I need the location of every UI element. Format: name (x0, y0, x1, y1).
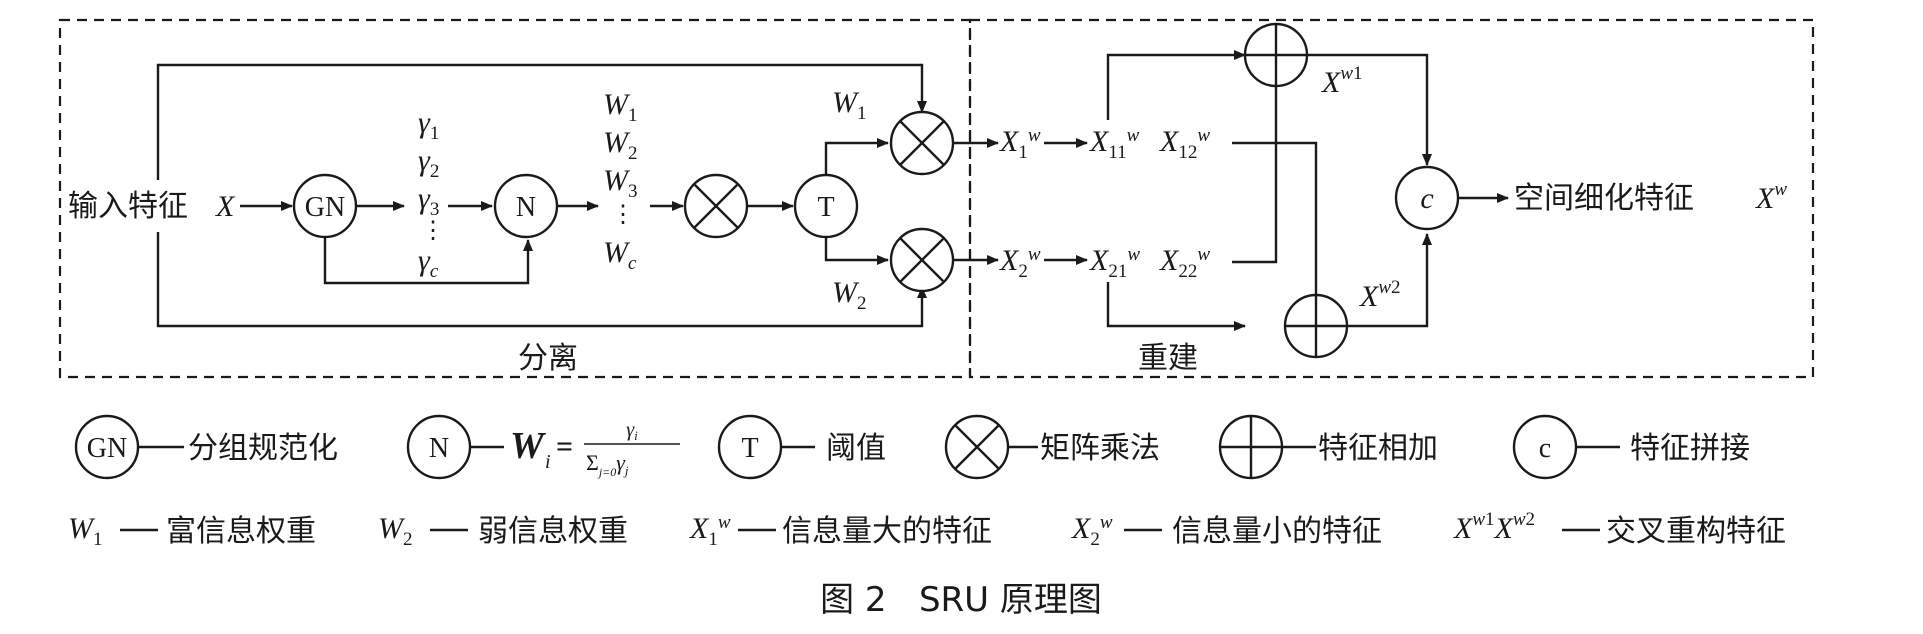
gamma-c: γc (418, 244, 439, 282)
x2w-label: X2w (999, 244, 1041, 282)
multiply-node-bottom (889, 227, 955, 293)
weight-3: W3 (603, 164, 638, 202)
concat-node-label: c (1420, 182, 1433, 215)
svg-text:γi: γi (626, 419, 638, 443)
branch-w1-label: W1 (832, 86, 867, 124)
output-var: Xw (1755, 179, 1787, 215)
arrow-add-top-concat (1307, 53, 1432, 166)
legend-x1w-text: 信息量大的特征 (782, 514, 992, 549)
legend-gn-text: 分组规范化 (188, 431, 338, 466)
gamma-2: γ2 (418, 144, 439, 182)
multiply-node-middle (683, 173, 749, 239)
legend-x2w-text: 信息量小的特征 (1172, 514, 1382, 549)
x1w-label: X1w (999, 125, 1041, 163)
svg-text:W: W (510, 425, 547, 467)
legend-xw1xw2-symbol: Xw1Xw2 (1453, 509, 1535, 545)
xw1-label: Xw1 (1321, 63, 1363, 99)
legend-x2w-symbol: X2w (1071, 512, 1113, 550)
output-label: 空间细化特征 (1514, 181, 1694, 216)
svg-text:=: = (556, 430, 573, 463)
legend-w2-text: 弱信息权重 (478, 514, 628, 549)
svg-text:GN: GN (87, 433, 127, 464)
gamma-1: γ1 (418, 106, 439, 144)
section-separate-label: 分离 (518, 341, 578, 376)
svg-text:i: i (545, 451, 551, 473)
legend-xw1xw2-text: 交叉重构特征 (1606, 514, 1786, 549)
legend-row-2: W1 富信息权重 W2 弱信息权重 X1w 信息量大的特征 X2w 信息量小的特… (68, 509, 1786, 550)
svg-text:Σj=0γj: Σj=0γj (586, 450, 629, 479)
legend-n-formula: W i = γi Σj=0γj (510, 419, 680, 479)
x22w-label: X22w (1159, 244, 1210, 282)
input-label: 输入特征 (68, 189, 188, 224)
arrow-x12-add-bottom (1232, 141, 1318, 296)
n-node-label: N (516, 192, 536, 223)
legend-row-1: GN 分组规范化 N W i = γi Σj=0γj T 阈值 矩阵乘法 (74, 414, 1750, 480)
svg-text:N: N (429, 433, 449, 464)
gamma-ellipsis: ⋮ (421, 218, 445, 244)
x21w-label: X21w (1089, 244, 1140, 282)
input-var: X (215, 190, 236, 223)
arrow-t-mult-top (824, 138, 889, 175)
figure-caption: 图 2 SRU 原理图 (820, 580, 1102, 620)
legend-w1-symbol: W1 (68, 512, 103, 550)
legend-add-text: 特征相加 (1318, 431, 1438, 466)
legend-multiply-symbol (944, 414, 1010, 480)
legend-x1w-symbol: X1w (689, 512, 731, 550)
separate-section-box (58, 18, 972, 379)
svg-text:T: T (741, 433, 758, 464)
arrow-t-mult-bottom (824, 237, 889, 265)
x12w-label: X12w (1159, 125, 1210, 163)
t-node-label: T (817, 192, 834, 223)
add-node-top (1243, 22, 1309, 88)
add-node-bottom (1283, 293, 1349, 359)
branch-w2-label: W2 (832, 276, 867, 314)
arrow-x22-add-top (1232, 86, 1278, 264)
reconstruct-section-box (968, 18, 1815, 379)
xw2-label: Xw2 (1359, 277, 1401, 313)
arrow-x11-add-top (1106, 50, 1246, 120)
bypass-top-line (156, 63, 927, 180)
arrow-gn-n-bypass (323, 237, 533, 285)
section-reconstruct-label: 重建 (1138, 341, 1198, 376)
legend-concat-text: 特征拼接 (1630, 431, 1750, 466)
gamma-3: γ3 (418, 182, 439, 220)
weight-2: W2 (603, 126, 638, 164)
legend-multiply-text: 矩阵乘法 (1040, 431, 1160, 466)
arrow-add-bottom-concat (1347, 233, 1432, 328)
legend-w1-text: 富信息权重 (166, 514, 316, 549)
svg-text:c: c (1539, 433, 1551, 464)
gn-node-label: GN (305, 192, 345, 223)
bypass-bottom-line (156, 232, 927, 328)
arrow-x21-add-bottom (1106, 282, 1246, 331)
weight-1: W1 (603, 88, 638, 126)
legend-t-text: 阈值 (826, 431, 886, 466)
legend-add-symbol (1218, 414, 1284, 480)
x11w-label: X11w (1089, 125, 1140, 163)
legend-w2-symbol: W2 (378, 512, 413, 550)
multiply-node-top (889, 110, 955, 176)
weight-ellipsis: ⋮ (611, 202, 635, 228)
weight-c: Wc (603, 236, 637, 274)
